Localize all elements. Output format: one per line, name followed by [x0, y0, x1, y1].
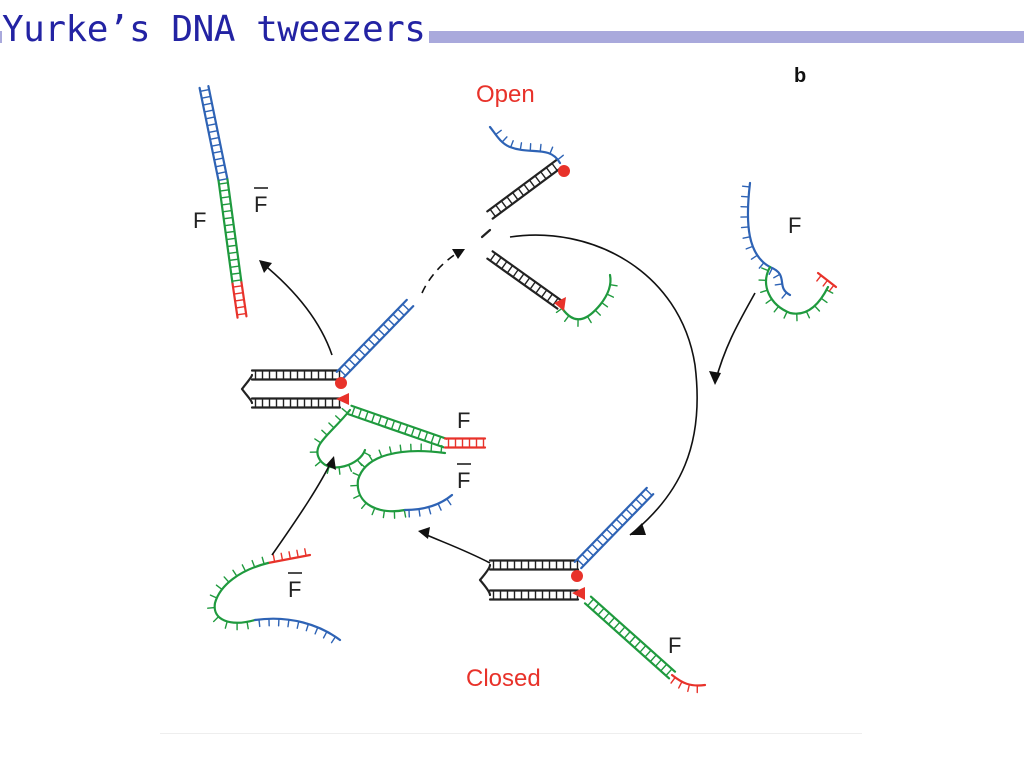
quencher-triangle-open — [554, 297, 566, 311]
arrowhead-open-to-closed — [630, 523, 646, 535]
antifuel-strand-incoming — [207, 548, 342, 644]
arrowhead-closed-to-waste — [418, 527, 430, 539]
antifuel-label-incoming: F — [288, 577, 301, 602]
fluorophore-dot-bound — [335, 377, 347, 389]
fluorophore-dot-closed — [571, 570, 583, 582]
antifuel-overbars — [254, 187, 471, 574]
dna-tweezers-diagram: b Open Closed F F F F F F F — [193, 65, 838, 694]
dna-strands — [198, 84, 838, 694]
arrowhead-antifuel-incoming — [326, 456, 336, 470]
arrow-closed-to-waste — [421, 532, 491, 564]
arrowhead-waste-to-open — [452, 249, 465, 259]
fuel-label-closed: F — [668, 633, 681, 658]
slide-title: Yurke’s DNA tweezers — [2, 6, 430, 54]
arrow-open-to-closed — [509, 234, 698, 536]
fuel-label-duplex: F — [193, 208, 206, 233]
waste-duplex — [198, 84, 248, 319]
dna-tweezers-figure: b Open Closed F F F F F F F — [160, 55, 862, 734]
tweezers-fuel-bound — [240, 298, 487, 519]
arrow-waste-to-open — [421, 249, 463, 294]
reaction-arrows — [261, 234, 756, 564]
arrow-waste-to-duplex — [261, 262, 333, 356]
tweezers-closed — [478, 486, 707, 694]
arrow-fuel-incoming — [714, 292, 756, 384]
antifuel-label-duplex: F — [254, 192, 267, 217]
arrowhead-fuel-incoming — [709, 371, 721, 385]
quencher-triangle-closed — [572, 587, 585, 600]
arrowhead-waste-to-duplex — [259, 260, 272, 273]
fuel-label-bound: F — [457, 408, 470, 433]
arrow-antifuel-incoming — [271, 459, 333, 556]
tweezers-open — [480, 125, 618, 327]
fuel-strand-incoming — [740, 181, 838, 322]
open-state-label: Open — [476, 81, 535, 108]
panel-label: b — [794, 65, 806, 87]
closed-state-label: Closed — [466, 665, 541, 692]
fuel-label-incoming: F — [788, 213, 801, 238]
antifuel-label-bound: F — [457, 468, 470, 493]
fluorophore-markers — [335, 165, 585, 600]
fluorophore-dot-open — [558, 165, 570, 177]
quencher-triangle-bound — [336, 393, 349, 405]
arrowheads — [259, 249, 721, 539]
